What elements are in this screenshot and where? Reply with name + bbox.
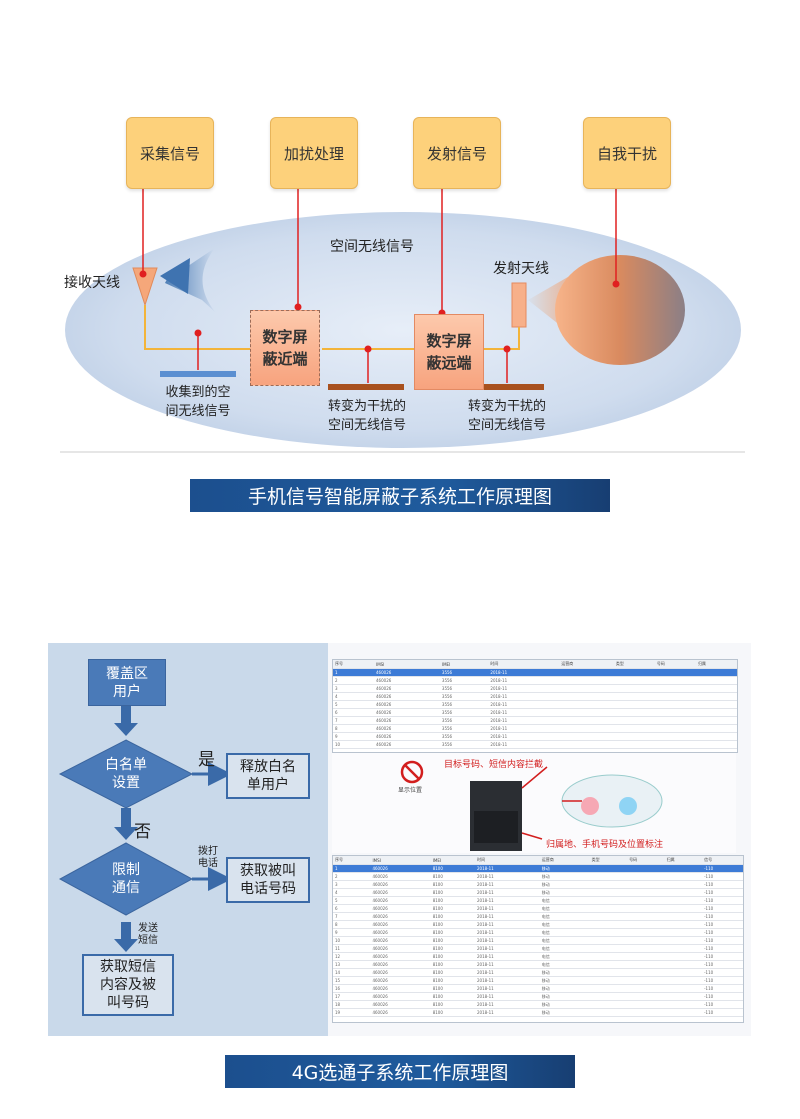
collected-signal-label: 收集到的空间无线信号 [165, 385, 231, 419]
receive-antenna-icon [132, 267, 158, 307]
restrict-diamond [58, 842, 194, 916]
signal-space-ellipse [65, 212, 741, 448]
diagram-graphics [60, 188, 745, 453]
no-phone-icon [400, 760, 424, 784]
transmit-antenna-icon [511, 282, 527, 328]
converted-signal-label-2: 转变为干扰的空间无线信号 [467, 399, 546, 433]
flowchart-connectors [58, 704, 232, 952]
get-sms-box: 获取短信内容及被叫号码 [82, 954, 174, 1016]
whitelist-diamond [58, 739, 194, 809]
locate-label: 归属地、手机号码及位置标注 [546, 840, 664, 850]
yes-label: 是 [198, 750, 215, 770]
get-callee-box: 获取被叫电话号码 [226, 857, 310, 903]
restrict-comm-label: 限制通信 [112, 862, 140, 896]
interception-illustration: 目标号码、短信内容拦截 显示位置 归属地、手机号码及位置标注 [332, 753, 736, 853]
send-sms-label: 发送短信 [138, 923, 158, 946]
target-intercept-label: 目标号码、短信内容拦截 [444, 760, 544, 770]
self-interference-blob [555, 255, 685, 365]
converted-signal-bar-2 [468, 384, 544, 390]
flowchart-panel: 覆盖区用户 白名单设置 限制通信 是 否 拨打电话 发送短信 释放白名单用户 获… [48, 643, 328, 1036]
incoming-signal-arrow [165, 248, 215, 312]
coverage-users-box: 覆盖区用户 [88, 659, 166, 706]
converted-signal-bar-1 [328, 384, 404, 390]
near-end-box: 数字屏蔽近端 [250, 310, 320, 386]
self-interference-box: 自我干扰 [583, 117, 671, 189]
collect-signal-box: 采集信号 [126, 117, 214, 189]
receive-antenna-label: 接收天线 [64, 275, 120, 291]
signal-line [144, 305, 252, 350]
diagram2-title: 4G选通子系统工作原理图 [225, 1055, 575, 1088]
transmit-antenna-label: 发射天线 [493, 261, 549, 277]
scramble-process-box: 加扰处理 [270, 117, 358, 189]
whitelist-settings-label: 白名单设置 [105, 757, 147, 791]
no-label: 否 [134, 822, 151, 842]
release-whitelist-box: 释放白名单用户 [226, 753, 310, 799]
signal-shielding-diagram: 采集信号 加扰处理 发射信号 自我干扰 空间无线信号 接收天线 发射天线 数字屏… [0, 0, 800, 512]
space-signal-label: 空间无线信号 [330, 239, 414, 255]
collected-signal-bar [160, 371, 236, 377]
display-position-label: 显示位置 [398, 787, 423, 794]
converted-signal-label-1: 转变为干扰的空间无线信号 [327, 399, 406, 433]
diagram1-title: 手机信号智能屏蔽子系统工作原理图 [190, 479, 610, 512]
dial-phone-label: 拨打电话 [198, 846, 218, 869]
transmit-signal-box: 发射信号 [413, 117, 501, 189]
far-end-box: 数字屏蔽远端 [414, 314, 484, 390]
